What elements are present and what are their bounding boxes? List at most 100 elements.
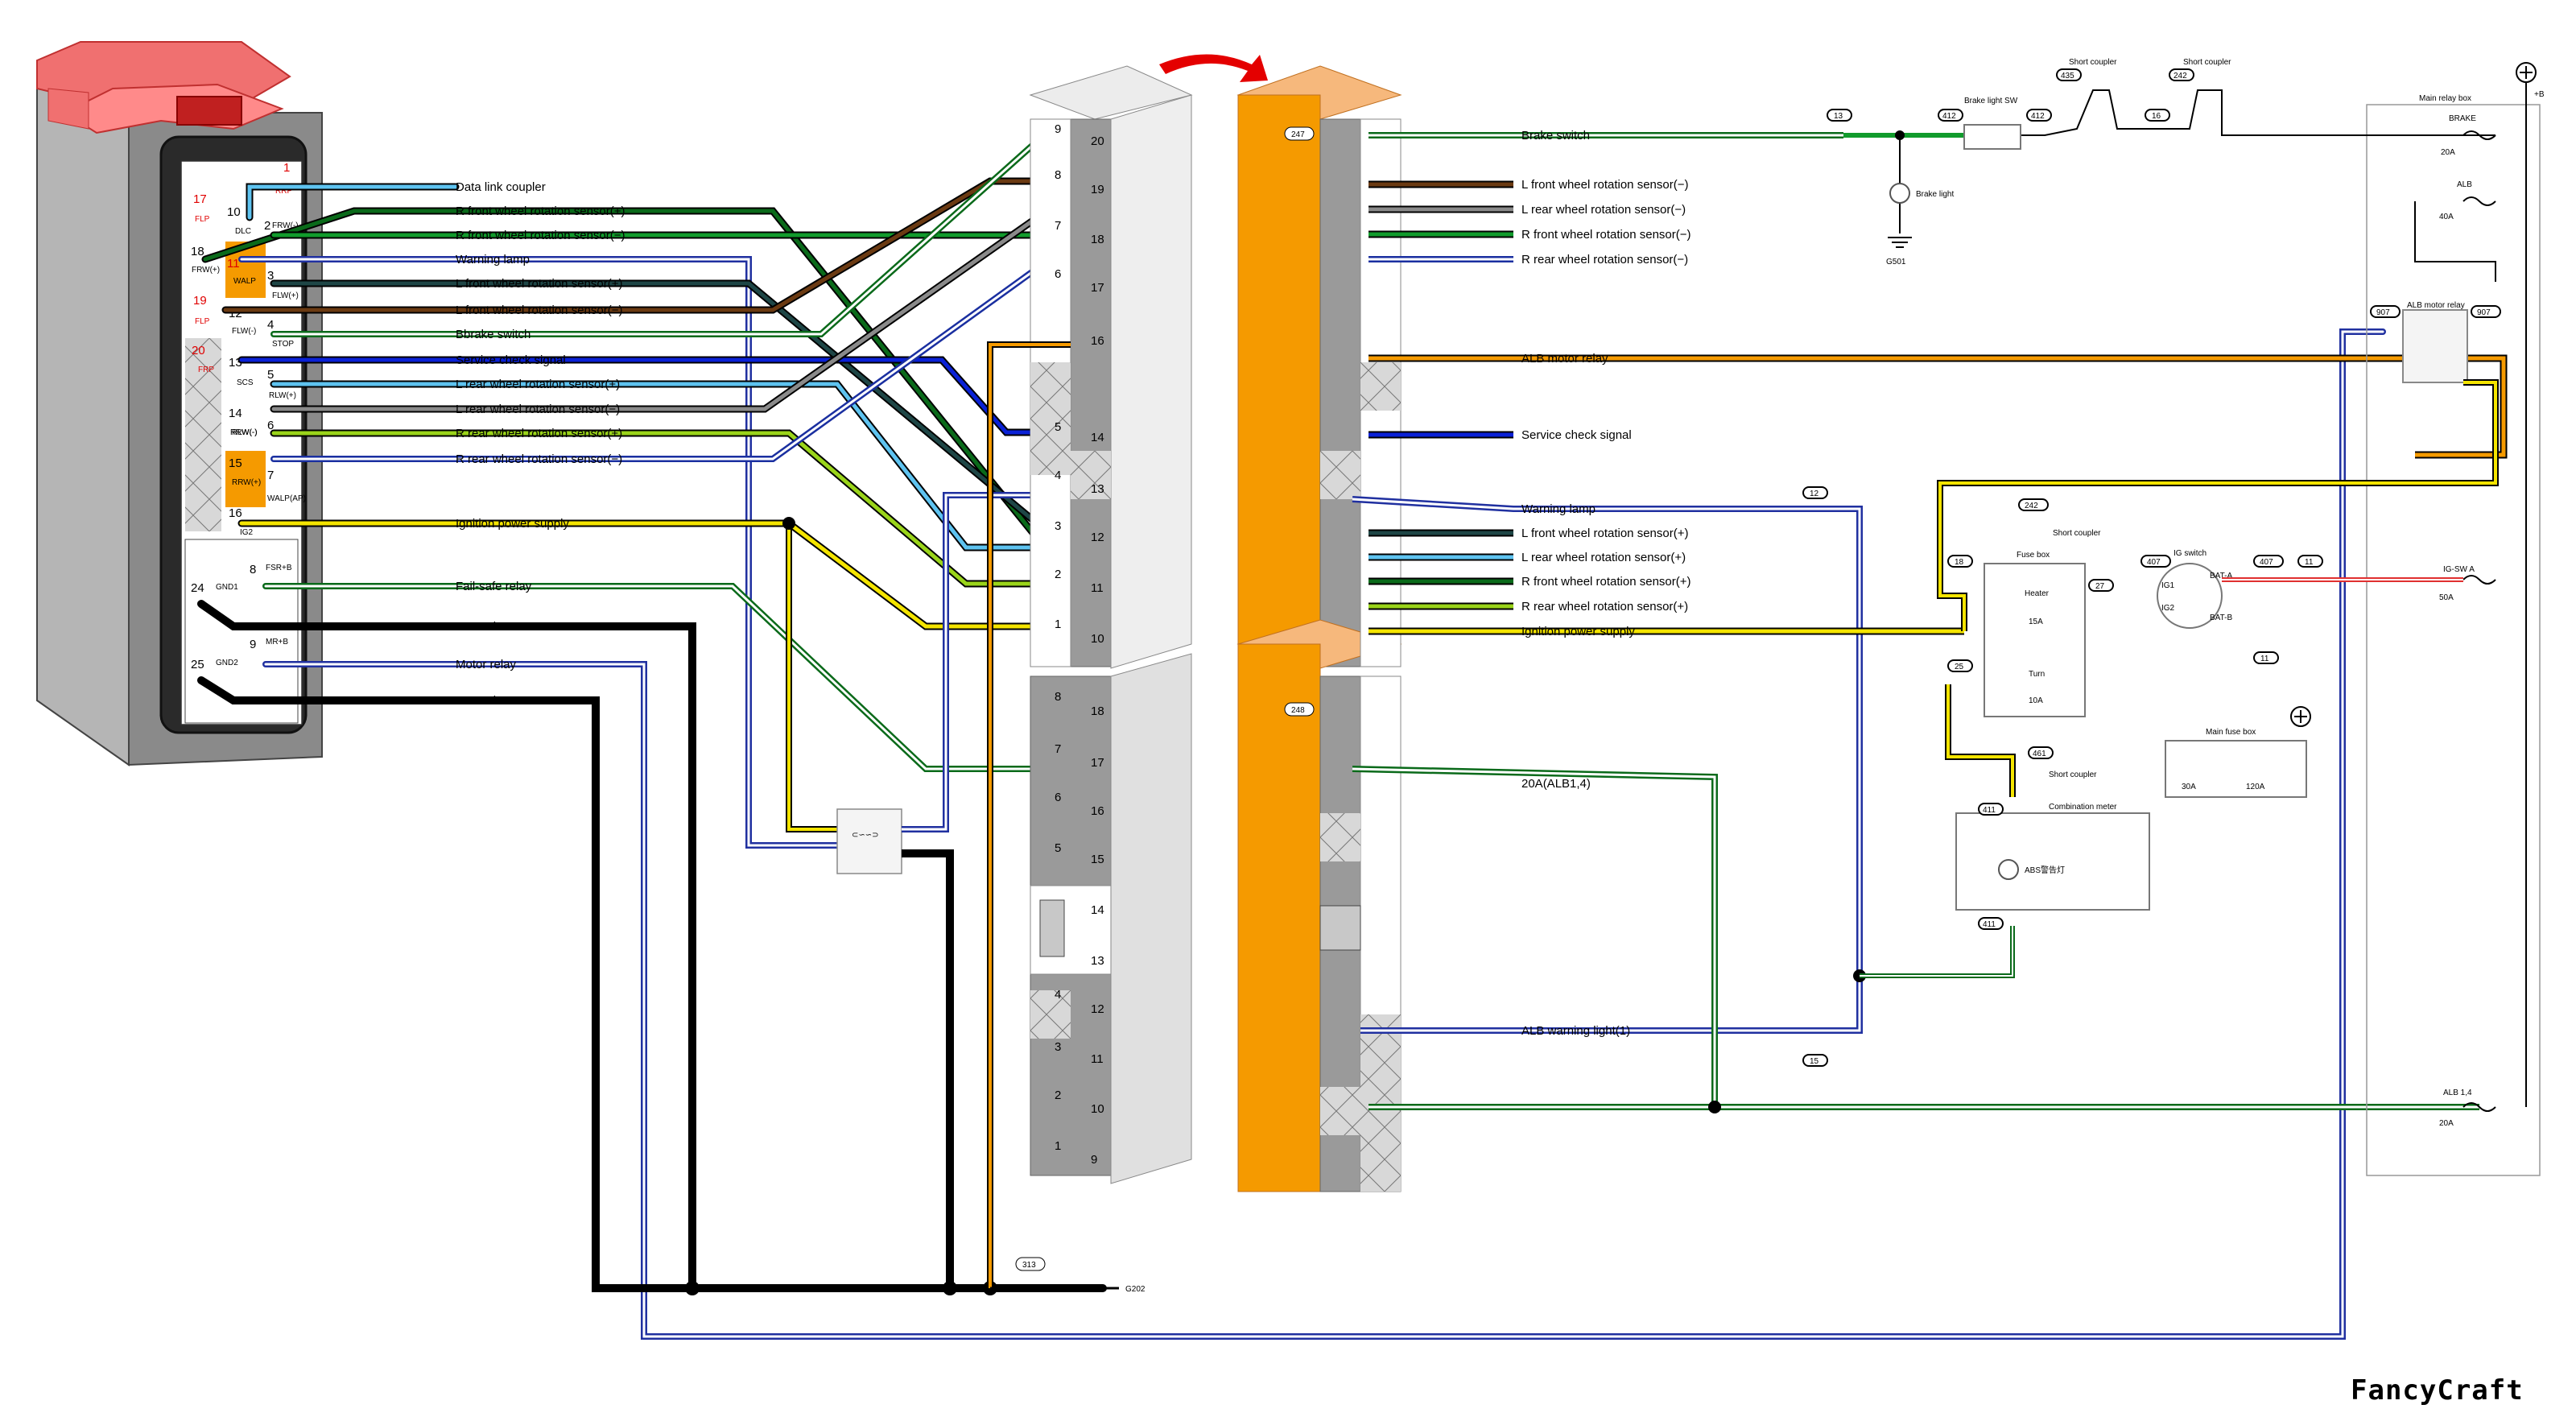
svg-text:435: 435 <box>2061 72 2074 81</box>
svg-text:9: 9 <box>250 638 256 651</box>
svg-text:FRW(+): FRW(+) <box>192 266 220 275</box>
connector-247: 247 <box>1291 130 1305 139</box>
svg-text:IG2: IG2 <box>240 528 254 537</box>
svg-text:13: 13 <box>1834 112 1843 121</box>
svg-text:3: 3 <box>1055 519 1061 533</box>
left-column-pins: 9 20 8 19 7 18 6 17 16 5 14 4 13 3 12 2 … <box>1055 122 1104 1167</box>
svg-text:Heater: Heater <box>2025 589 2050 598</box>
svg-text:L front wheel rotation sensor(: L front wheel rotation sensor(+) <box>1521 527 1688 540</box>
svg-text:RLW(+): RLW(+) <box>269 391 296 400</box>
svg-text:BAT-B: BAT-B <box>2210 613 2232 622</box>
svg-text:RRW(-): RRW(-) <box>230 428 258 437</box>
svg-text:11: 11 <box>1091 581 1104 595</box>
svg-text:13: 13 <box>1091 482 1104 496</box>
svg-text:IG2: IG2 <box>2161 604 2175 613</box>
svg-text:FLP: FLP <box>195 215 210 224</box>
svg-text:Combination meter: Combination meter <box>2049 803 2117 812</box>
svg-text:6: 6 <box>1055 267 1061 281</box>
svg-text:50A: 50A <box>2439 593 2454 602</box>
svg-text:7: 7 <box>267 469 274 482</box>
svg-text:SCS: SCS <box>237 378 254 387</box>
pin-1: 1 <box>283 161 290 175</box>
svg-text:R front wheel rotation sensor(: R front wheel rotation sensor(+) <box>1521 575 1691 589</box>
right-schematic: Main relay box Brake light G501 Brake li… <box>1802 58 2545 1176</box>
label-fl-minus: L front wheel rotation sensor(−) <box>456 304 622 317</box>
svg-text:GND2: GND2 <box>216 659 238 667</box>
svg-text:6: 6 <box>267 419 274 432</box>
label-brake-switch: Bbrake switch <box>456 328 530 341</box>
label-motor-relay: Motor relay <box>456 658 517 671</box>
svg-text:20: 20 <box>192 344 205 357</box>
svg-text:907: 907 <box>2376 308 2390 317</box>
svg-text:Warning lamp: Warning lamp <box>1521 502 1596 516</box>
svg-text:Short coupler: Short coupler <box>2183 58 2231 67</box>
svg-text:RRW(+): RRW(+) <box>232 478 261 487</box>
svg-text:19: 19 <box>1091 183 1104 196</box>
svg-text:Fuse box: Fuse box <box>2017 551 2050 560</box>
svg-text:11: 11 <box>227 257 240 271</box>
svg-text:ALB: ALB <box>2457 180 2472 189</box>
svg-text:411: 411 <box>1983 806 1996 815</box>
svg-text:30A: 30A <box>2182 783 2196 791</box>
svg-text:19: 19 <box>193 294 207 308</box>
label-rr-minus: R rear wheel rotation sensor(−) <box>456 452 622 466</box>
connector-248: 248 <box>1291 706 1305 715</box>
svg-text:3: 3 <box>267 269 274 283</box>
svg-text:IG switch: IG switch <box>2174 549 2207 558</box>
svg-text:16: 16 <box>2152 112 2161 121</box>
svg-text:11: 11 <box>2305 558 2314 567</box>
svg-text:Service check signal: Service check signal <box>1521 428 1632 442</box>
svg-text:5: 5 <box>267 368 274 382</box>
svg-text:7: 7 <box>1055 742 1061 756</box>
svg-text:11: 11 <box>2260 655 2269 663</box>
connector-column-left <box>1029 65 1193 1184</box>
svg-text:4: 4 <box>1055 988 1061 1002</box>
svg-text:10: 10 <box>1091 632 1104 646</box>
label-ignition: Ignition power supply <box>456 517 569 531</box>
svg-text:15A: 15A <box>2029 618 2043 626</box>
label-rr-plus: R rear wheel rotation sensor(+) <box>456 427 622 440</box>
svg-text:412: 412 <box>2031 112 2045 121</box>
svg-text:14: 14 <box>229 407 242 420</box>
svg-text:5: 5 <box>1055 841 1061 855</box>
svg-text:2: 2 <box>1055 568 1061 581</box>
svg-text:ALB warning light(1): ALB warning light(1) <box>1521 1024 1630 1038</box>
svg-text:DLC: DLC <box>235 227 251 236</box>
svg-text:6: 6 <box>1055 791 1061 804</box>
svg-text:RLW(-): RLW(-) <box>232 428 257 437</box>
svg-text:18: 18 <box>1955 558 1964 567</box>
abs-ecu <box>36 41 323 766</box>
svg-text:12: 12 <box>1091 531 1104 544</box>
right-wires <box>1352 132 2508 1113</box>
label-service-check: Service check signal <box>456 353 566 367</box>
svg-text:WALP: WALP <box>233 277 256 286</box>
svg-text:461: 461 <box>2033 750 2046 758</box>
svg-text:242: 242 <box>2174 72 2187 81</box>
svg-text:FLP: FLP <box>195 317 210 326</box>
label-data-link-coupler: Data link coupler <box>456 180 546 194</box>
svg-text:10A: 10A <box>2029 696 2043 705</box>
svg-text:17: 17 <box>1091 281 1104 295</box>
svg-text:16: 16 <box>1091 804 1104 818</box>
left-signal-labels: Data link coupler R front wheel rotation… <box>456 180 625 708</box>
label-fl-plus: L front wheel rotation sensor(+) <box>456 277 622 291</box>
svg-text:Turn: Turn <box>2029 670 2045 679</box>
svg-text:2: 2 <box>264 219 270 233</box>
svg-text:FRP: FRP <box>198 366 214 374</box>
svg-text:17: 17 <box>1091 756 1104 770</box>
label-rl-plus: L rear wheel rotation sensor(+) <box>456 378 620 391</box>
svg-text:L front wheel rotation sensor(: L front wheel rotation sensor(−) <box>1521 178 1688 192</box>
label-fail-safe-relay: Fail-safe relay <box>456 580 532 593</box>
svg-text:407: 407 <box>2147 558 2161 567</box>
svg-text:Brake switch: Brake switch <box>1521 129 1590 143</box>
svg-text:Main relay box: Main relay box <box>2419 94 2471 103</box>
svg-text:STOP: STOP <box>272 340 294 349</box>
svg-text:10: 10 <box>1091 1102 1104 1116</box>
svg-text:BAT-A: BAT-A <box>2210 572 2232 580</box>
svg-text:18: 18 <box>1091 704 1104 718</box>
svg-text:L rear wheel rotation sensor(−: L rear wheel rotation sensor(−) <box>1521 203 1686 217</box>
left-wires <box>197 130 2386 1340</box>
svg-text:9: 9 <box>1055 122 1061 136</box>
svg-text:14: 14 <box>1091 903 1104 917</box>
